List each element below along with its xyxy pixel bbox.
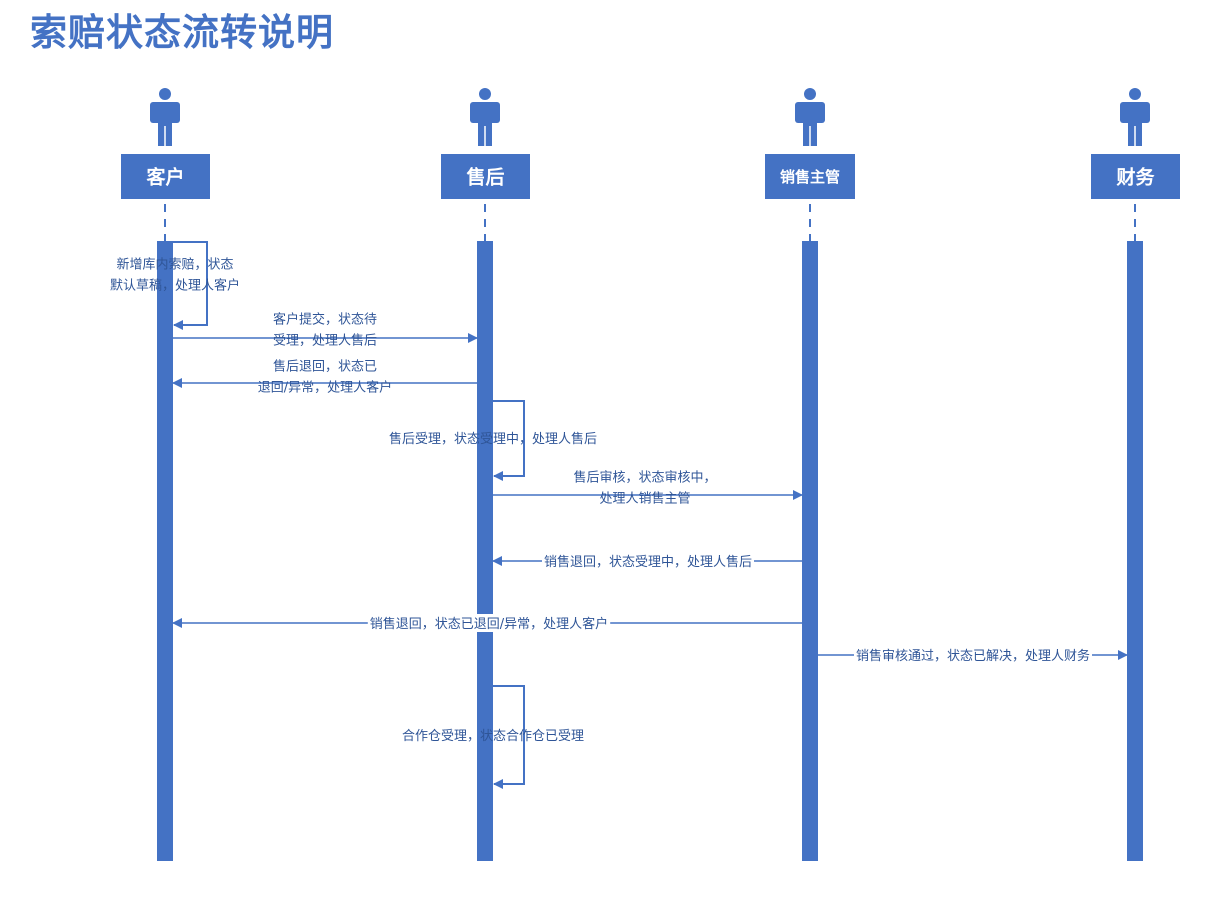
activation-bar <box>1127 241 1143 861</box>
person-icon <box>150 88 180 146</box>
message-label-line: 销售审核通过，状态已解决，处理人财务 <box>856 648 1090 664</box>
message-m6: 销售退回，状态受理中，处理人售后 <box>492 552 802 570</box>
message-label: 销售审核通过，状态已解决，处理人财务 <box>853 646 1093 664</box>
message-m9: 合作仓受理，状态合作仓已受理 <box>402 685 584 789</box>
message-label-line: 销售退回，状态受理中，处理人售后 <box>544 554 752 570</box>
message-label: 销售退回，状态已退回/异常，处理人客户 <box>367 614 611 632</box>
message-label: 售后退回，状态已退回/异常，处理人客户 <box>258 359 392 396</box>
message-label-line: 售后退回，状态已 <box>273 359 377 375</box>
actor-after-sales: 售后 <box>441 88 530 199</box>
self-loop-arrow <box>493 685 525 789</box>
page-title: 索赔状态流转说明 <box>30 11 334 54</box>
actor-label: 客户 <box>146 165 184 188</box>
message-label-line: 受理，处理人售后 <box>273 333 377 349</box>
actor-label: 售后 <box>465 165 504 188</box>
self-loop-arrow <box>493 400 525 481</box>
message-label-line: 合作仓受理，状态合作仓已受理 <box>402 729 584 744</box>
message-label-line: 售后审核，状态审核中， <box>573 470 716 486</box>
message-m7: 销售退回，状态已退回/异常，处理人客户 <box>172 614 802 632</box>
self-loop-arrow <box>173 241 208 330</box>
actor-box <box>121 154 210 199</box>
activation-bar <box>157 241 173 861</box>
message-label-line: 退回/异常，处理人客户 <box>258 380 392 396</box>
actor-sales-manager: 销售主管 <box>765 88 855 199</box>
message-label: 售后受理，状态受理中，处理人售后 <box>389 431 597 447</box>
message-label-line: 售后受理，状态受理中，处理人售后 <box>389 431 597 447</box>
actor-box <box>441 154 530 199</box>
message-label: 销售退回，状态受理中，处理人售后 <box>541 552 755 570</box>
message-label: 售后审核，状态审核中， 处理人销售主管 <box>573 470 716 507</box>
actor-label: 财务 <box>1116 165 1155 188</box>
activation-bar <box>802 241 818 861</box>
actor-box <box>1091 154 1180 199</box>
person-icon <box>1120 88 1150 146</box>
message-m4: 售后受理，状态受理中，处理人售后 <box>389 400 597 481</box>
message-label-line: 销售退回，状态已退回/异常，处理人客户 <box>370 616 608 632</box>
message-m3: 售后退回，状态已退回/异常，处理人客户 <box>172 359 477 396</box>
message-label-line: 新增库内索赔，状态 <box>116 257 233 273</box>
message-m5: 售后审核，状态审核中， 处理人销售主管 <box>493 470 803 507</box>
person-icon <box>470 88 500 146</box>
message-label: 合作仓受理，状态合作仓已受理 <box>402 729 584 744</box>
message-label-line: 处理人销售主管 <box>599 491 690 507</box>
actor-box <box>765 154 855 199</box>
message-label-line: 默认草稿，处理人客户 <box>110 278 240 294</box>
actor-finance: 财务 <box>1091 88 1180 199</box>
person-icon <box>795 88 825 146</box>
actor-label: 销售主管 <box>780 168 840 186</box>
activation-bar <box>477 241 493 861</box>
actor-customer: 客户 <box>121 88 210 199</box>
message-label-line: 客户提交，状态待 <box>273 312 377 328</box>
message-m8: 销售审核通过，状态已解决，处理人财务 <box>818 646 1128 664</box>
